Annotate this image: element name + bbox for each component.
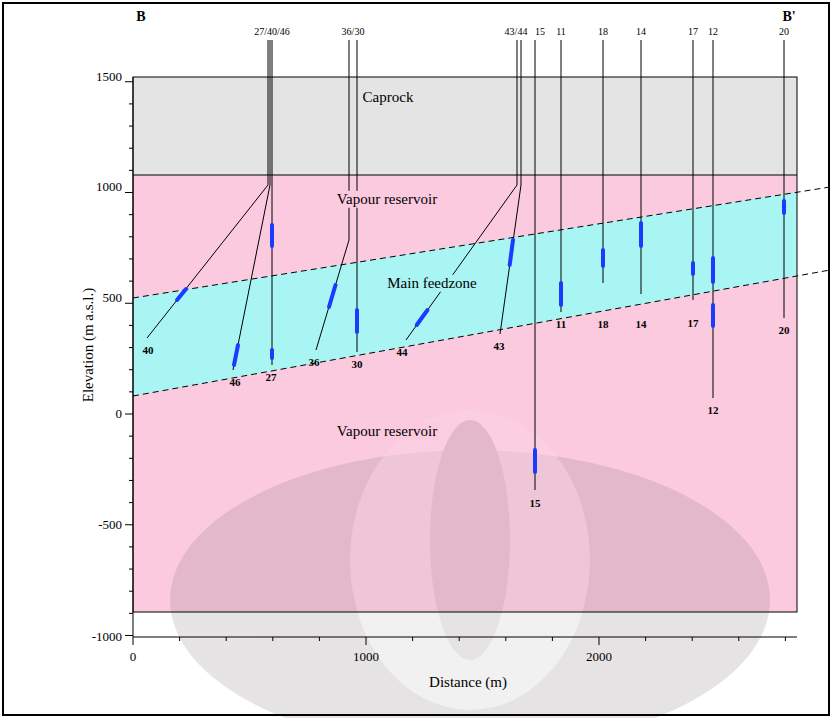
well-callout: 17 [686, 317, 701, 329]
region-label: Caprock [361, 89, 416, 106]
well-callout: 36 [307, 356, 322, 368]
elevation-tick: 500 [101, 291, 125, 305]
well-callout: 14 [634, 318, 649, 330]
well-name: 12 [706, 26, 720, 37]
well-name: 36/30 [340, 26, 367, 37]
well-name: 17 [686, 26, 700, 37]
well-name: 15 [533, 26, 547, 37]
caprock-layer: Caprock [133, 77, 797, 175]
well-name: 27/40/46 [252, 26, 292, 37]
well-name: 43/44 [503, 26, 530, 37]
elevation-tick: 0 [114, 407, 125, 421]
region-label: Main feedzone [385, 275, 479, 292]
well-callout: 30 [350, 358, 365, 370]
elevation-tick: 1000 [94, 180, 124, 194]
well-callout: 20 [777, 324, 792, 336]
well-callout: 46 [228, 376, 243, 388]
region-label: Vapour reservoir [335, 191, 439, 208]
distance-tick: 2000 [584, 650, 614, 664]
well-callout: 40 [141, 344, 156, 356]
well-callout: 43 [492, 340, 507, 352]
elevation-tick: 1500 [94, 70, 124, 84]
well-callout: 44 [395, 346, 410, 358]
well-callout: 27 [264, 371, 279, 383]
well-callout: 12 [706, 404, 721, 416]
well-callout: 11 [554, 318, 568, 330]
section-end-label: B [134, 9, 147, 24]
well-callout: 18 [596, 318, 611, 330]
elevation-tick: -500 [96, 518, 124, 532]
elevation-tick: -1000 [90, 630, 124, 644]
well-name: 14 [634, 26, 648, 37]
axis-title: Elevation (m a.s.l.) [80, 286, 97, 405]
well-callout: 15 [528, 497, 543, 509]
region-label: Vapour reservoir [335, 423, 439, 440]
axis-title: Distance (m) [427, 674, 509, 691]
section-end-label: B' [780, 9, 797, 24]
well-name: 18 [596, 26, 610, 37]
well-name: 20 [777, 26, 791, 37]
distance-tick: 0 [128, 650, 139, 664]
well-name: 11 [554, 26, 568, 37]
distance-tick: 1000 [351, 650, 381, 664]
